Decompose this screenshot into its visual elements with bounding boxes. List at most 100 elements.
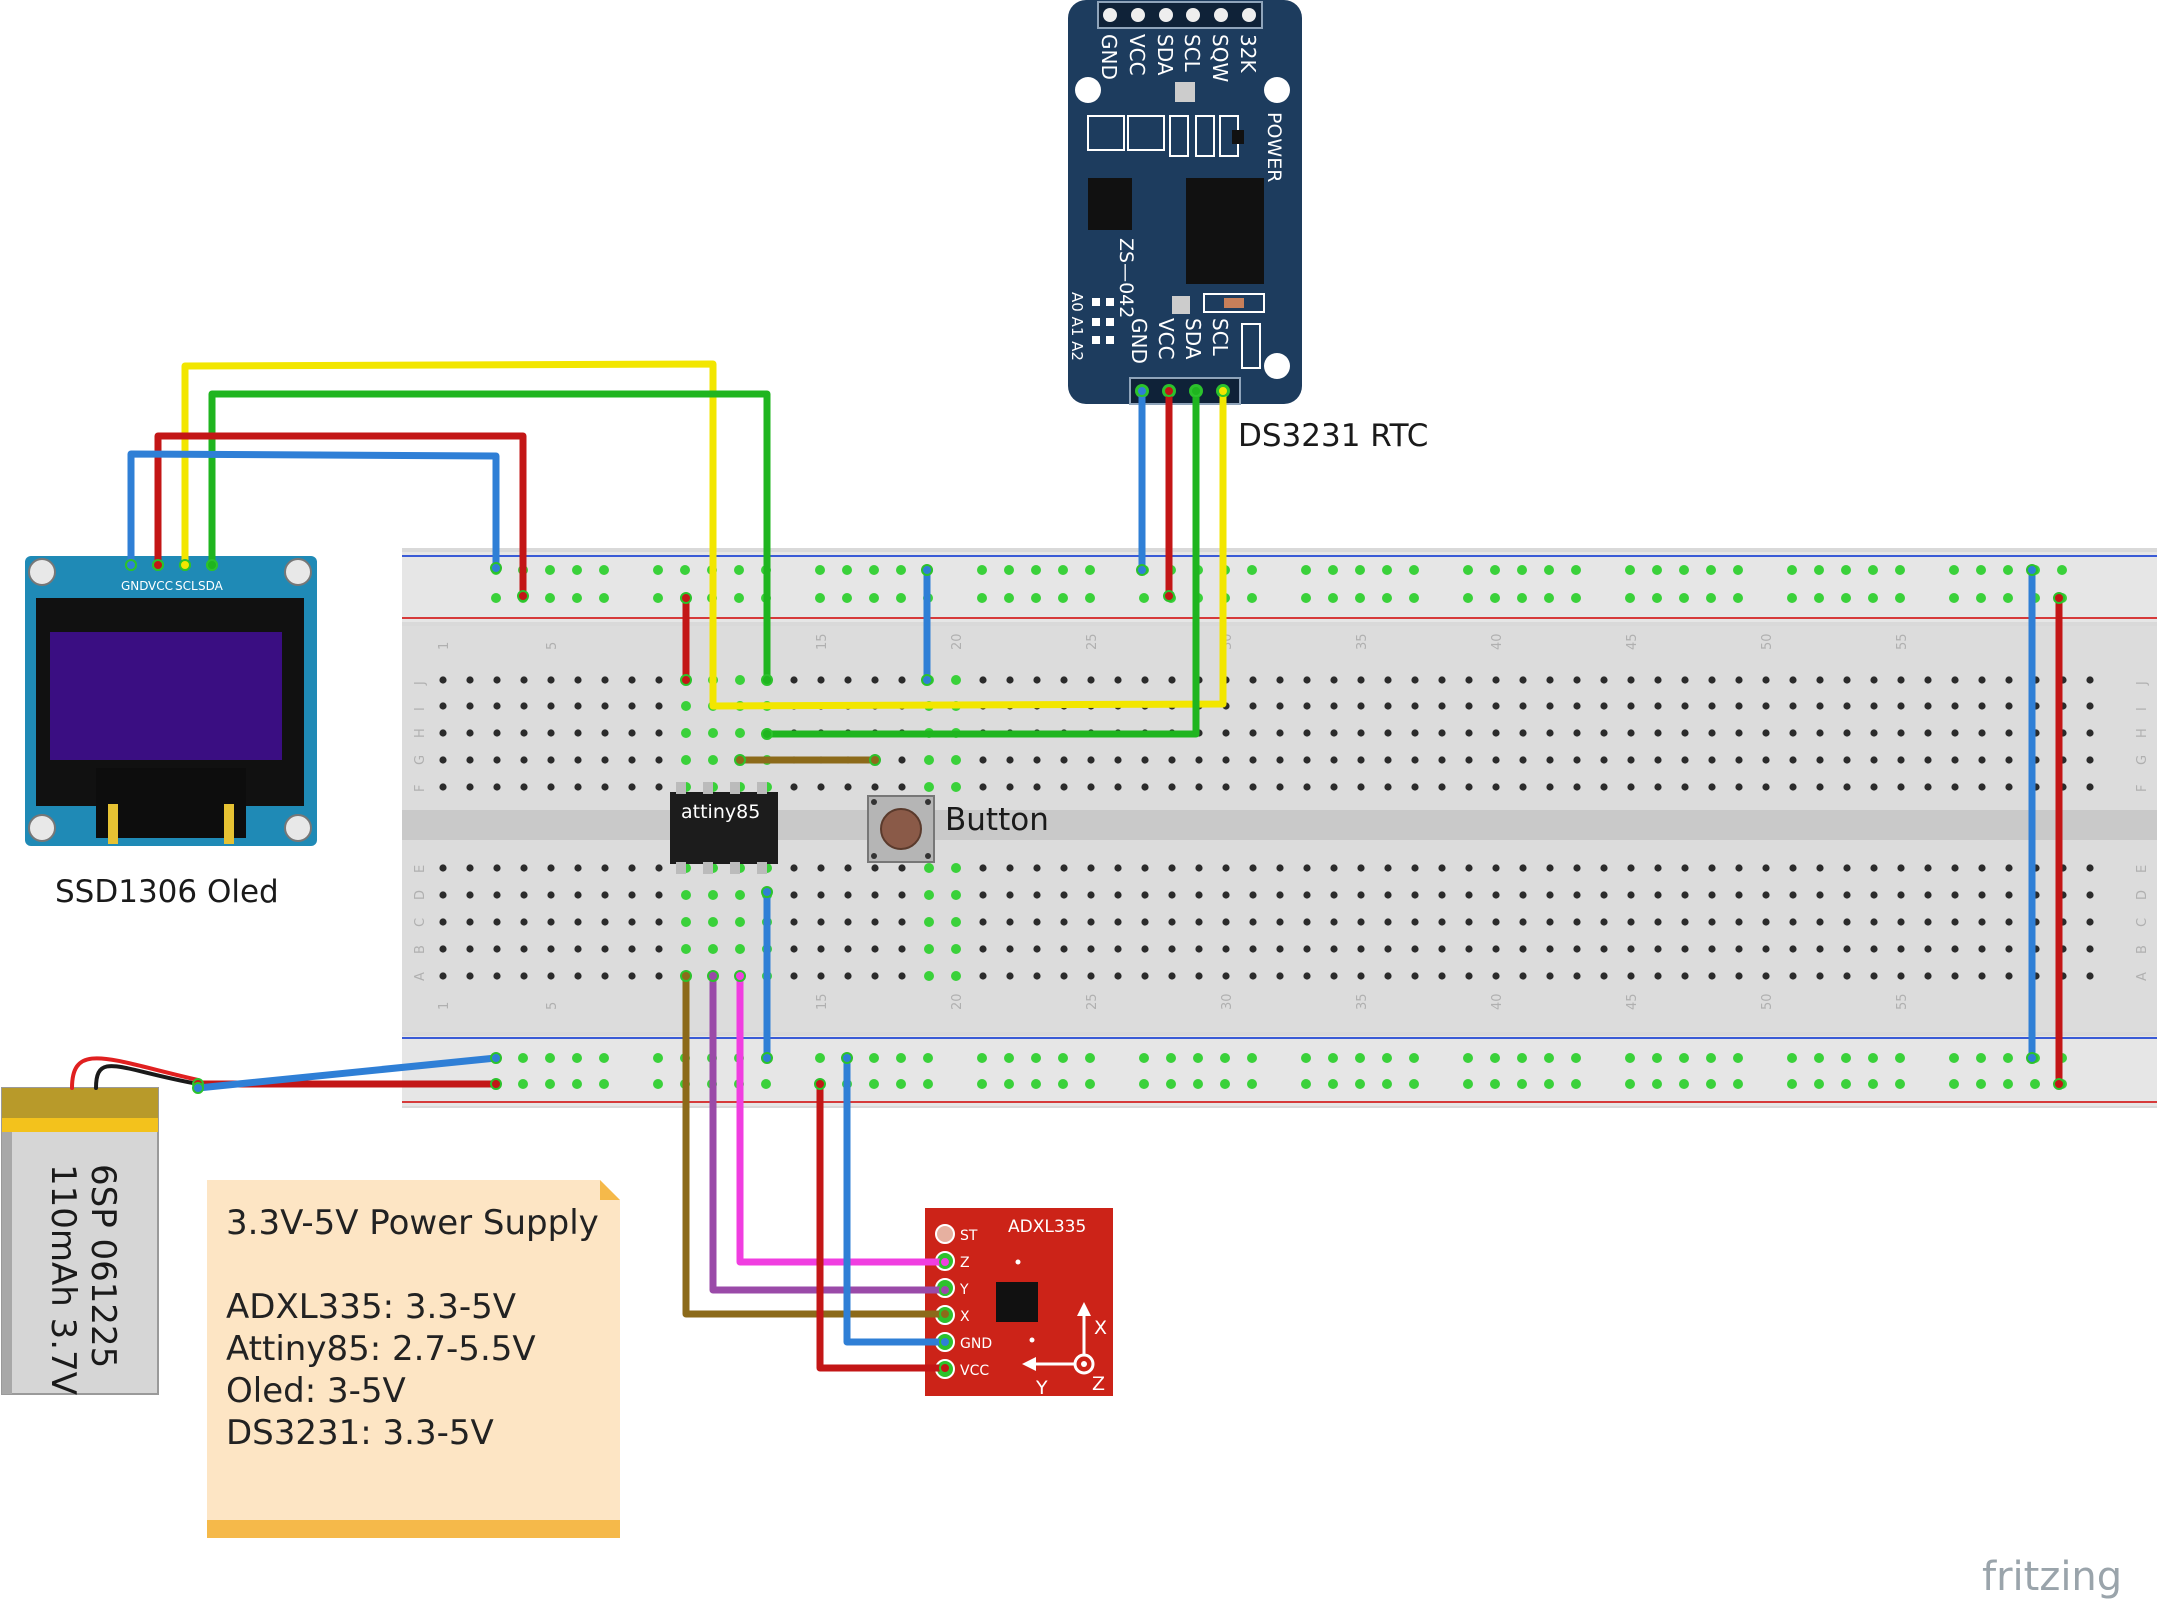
breadboard-hole [601,783,609,791]
breadboard-hole [1978,729,1986,737]
breadboard-hole [898,891,906,899]
breadboard-hole [680,565,690,575]
breadboard-hole [1492,676,1500,684]
breadboard-hole [1814,1079,1824,1089]
breadboard-hole [1895,593,1905,603]
breadboard-hole [817,676,825,684]
wire-endpoint [206,559,218,571]
breadboard-hole [1951,783,1959,791]
breadboard-hole [817,972,825,980]
breadboard-hole [1762,864,1770,872]
breadboard-hole [2005,945,2013,953]
breadboard-hole [1897,729,1905,737]
breadboard-hole [1411,676,1419,684]
breadboard-hole [1733,565,1743,575]
breadboard-hole [1816,972,1824,980]
breadboard-hole [1222,729,1230,737]
breadboard-hole [1060,945,1068,953]
breadboard-hole [1438,891,1446,899]
breadboard-hole [520,945,528,953]
breadboard-hole [735,944,745,954]
breadboard-hole [1681,972,1689,980]
breadboard-hole [1222,783,1230,791]
breadboard-hole [1654,756,1662,764]
breadboard-hole [1411,891,1419,899]
breadboard-hole [1087,918,1095,926]
breadboard-hole [1249,729,1257,737]
row-letter: I [413,707,428,711]
breadboard-hole [1843,972,1851,980]
oled-module: GND VCC SCL SDA [25,556,317,846]
breadboard-hole [844,918,852,926]
breadboard-hole [1006,918,1014,926]
breadboard-hole [1897,676,1905,684]
breadboard-hole [2086,972,2094,980]
chip-body [670,792,778,864]
note-line: Attiny85: 2.7-5.5V [226,1329,536,1369]
breadboard-hole [1546,756,1554,764]
breadboard-hole [493,676,501,684]
breadboard-hole [439,945,447,953]
wire-battery-black [94,1064,200,1090]
rtc-top-pin-label: SCL [1180,34,1204,73]
battery-line2: 110mAh 3.7V [43,1164,83,1395]
breadboard-hole [1141,864,1149,872]
breadboard-hole [790,783,798,791]
breadboard-hole [1168,918,1176,926]
breadboard-hole [1409,1079,1419,1089]
breadboard-hole [2005,702,2013,710]
wire-adxl-z-magenta [736,972,949,1266]
breadboard-hole [1546,783,1554,791]
breadboard-hole [1924,756,1932,764]
wire-endpoint [921,674,933,686]
oled-tab [224,804,234,844]
breadboard-hole [1114,918,1122,926]
breadboard-hole [1411,972,1419,980]
breadboard-hole [1708,891,1716,899]
breadboard-hole [977,1053,987,1063]
column-number: 40 [1490,993,1505,1010]
breadboard-hole [1465,864,1473,872]
wire-endpoint [179,559,191,571]
breadboard-hole [1870,729,1878,737]
note-footer [207,1520,620,1538]
breadboard-hole [898,864,906,872]
breadboard-hole [1679,593,1689,603]
breadboard-hole [1060,918,1068,926]
breadboard-hole [466,864,474,872]
breadboard-hole [1517,1053,1527,1063]
breadboard-hole [1384,972,1392,980]
breadboard-hole [1897,891,1905,899]
breadboard-hole [1276,783,1284,791]
rtc-resistor-body [1224,298,1244,308]
breadboard-hole [1033,676,1041,684]
breadboard-hole [1465,783,1473,791]
breadboard-hole [1141,756,1149,764]
rtc-bottom-pin-label: SDA [1181,318,1205,360]
breadboard-hole [439,729,447,737]
breadboard-hole [1249,756,1257,764]
breadboard-hole [1951,729,1959,737]
breadboard-hole [681,728,691,738]
breadboard-hole [1924,972,1932,980]
breadboard-hole [1357,756,1365,764]
axis-label: Y [1035,1377,1048,1399]
breadboard-hole [439,891,447,899]
breadboard-hole [1870,676,1878,684]
breadboard-hole [1249,864,1257,872]
breadboard-hole [1735,756,1743,764]
breadboard-hole [1114,891,1122,899]
breadboard-hole [1897,783,1905,791]
breadboard-hole [979,756,987,764]
breadboard-hole [1031,593,1041,603]
breadboard-hole [1679,565,1689,575]
breadboard-hole [1463,1079,1473,1089]
breadboard-hole [979,945,987,953]
breadboard-hole [1249,891,1257,899]
breadboard-hole [844,945,852,953]
breadboard-hole [1004,1079,1014,1089]
adxl-pin-st [935,1224,955,1244]
breadboard-hole [493,729,501,737]
breadboard-hole [1519,891,1527,899]
